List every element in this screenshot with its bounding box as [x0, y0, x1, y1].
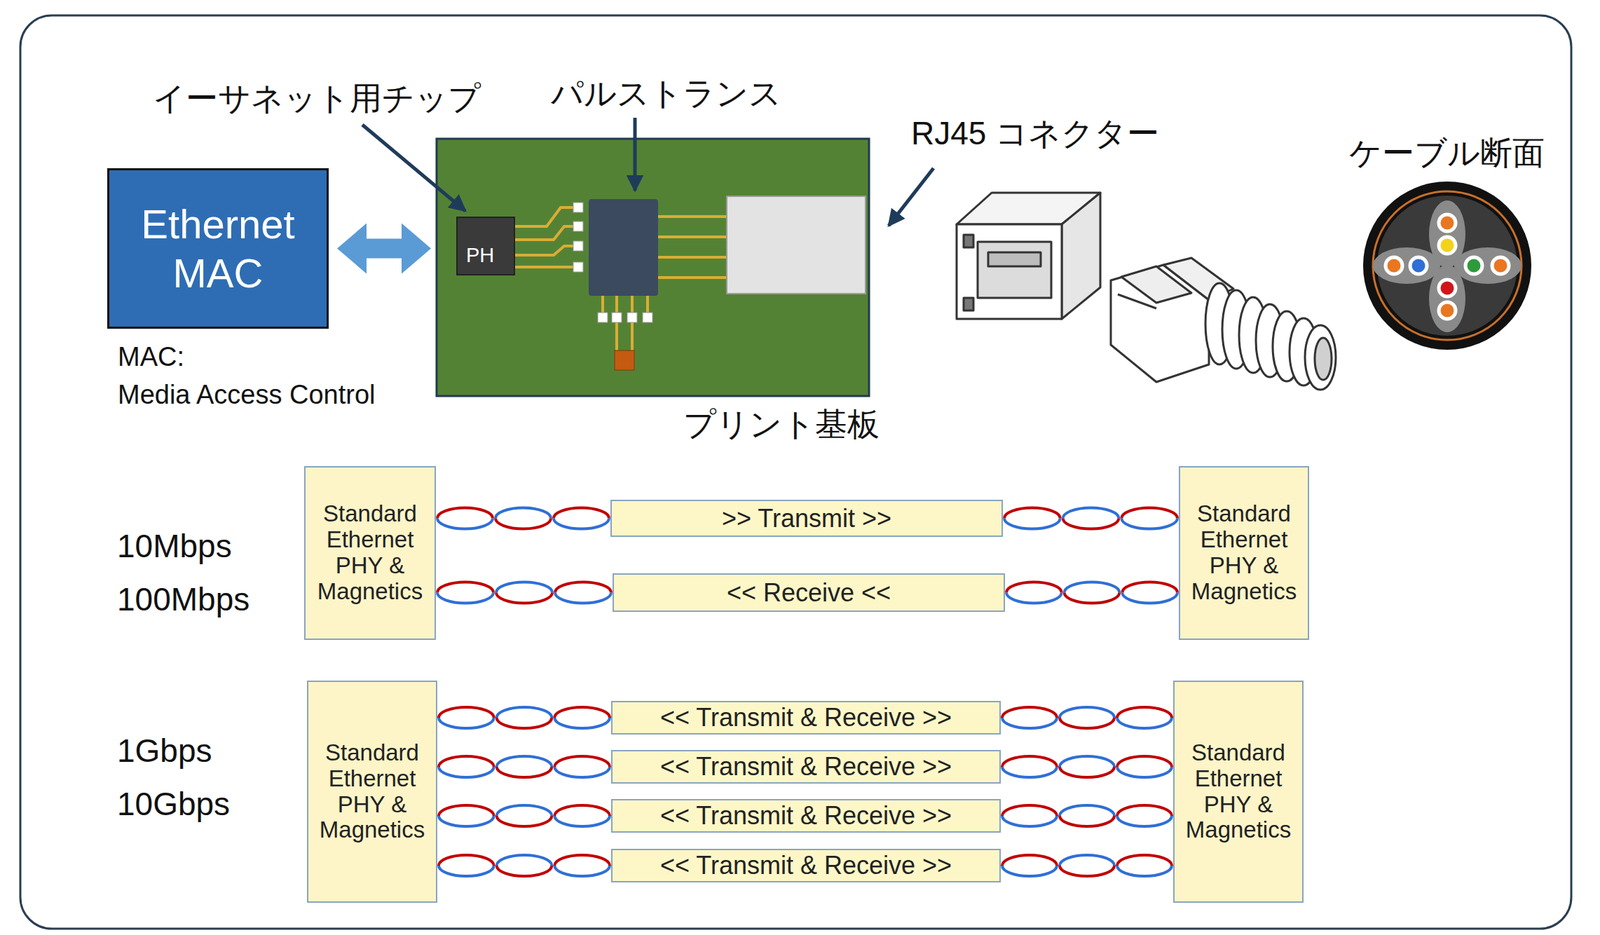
signal-band: << Receive <<: [612, 573, 1005, 612]
mac-box: Ethernet MAC: [107, 168, 329, 329]
leader-lines: [362, 117, 934, 226]
node-text: << Transmit & Receive >>: [660, 702, 952, 733]
twisted-pair: [1002, 805, 1172, 827]
speed-label: 10Mbps: [117, 527, 232, 565]
speed-label: 10Gbps: [117, 784, 230, 823]
phy-box: Standard Ethernet PHY & Magnetics: [1173, 680, 1304, 903]
node-text: << Transmit & Receive >>: [660, 850, 952, 881]
signal-band: << Transmit & Receive >>: [611, 798, 1001, 833]
outer-frame: [20, 15, 1572, 929]
node-text: >> Transmit >>: [721, 503, 892, 534]
callout-label: イーサネット用チップ: [152, 77, 481, 121]
note-text: Media Access Control: [117, 379, 376, 410]
twisted-pair: [437, 582, 612, 604]
twisted-pair: [1002, 855, 1172, 877]
twisted-pair: [1002, 707, 1172, 729]
callout-label: パルストランス: [550, 72, 782, 116]
cable-cross-section: [1363, 181, 1532, 350]
node-text: << Transmit & Receive >>: [660, 751, 952, 782]
circuit-board: [436, 138, 870, 396]
signal-band: << Transmit & Receive >>: [611, 749, 1001, 784]
node-text: Standard Ethernet PHY & Magnetics: [309, 501, 431, 605]
twisted-pair: [1004, 508, 1178, 530]
node-text: PH: [466, 243, 495, 268]
speed-label: 1Gbps: [117, 731, 213, 770]
signal-band: << Transmit & Receive >>: [611, 700, 1001, 735]
phy-box: Standard Ethernet PHY & Magnetics: [306, 680, 438, 903]
node-text: Ethernet MAC: [114, 199, 321, 298]
phy-box: Standard Ethernet PHY & Magnetics: [1178, 466, 1310, 640]
phy-box: Standard Ethernet PHY & Magnetics: [304, 466, 436, 640]
phy-chip: PH: [456, 216, 516, 276]
pulse-transformer: [588, 199, 659, 296]
node-text: Standard Ethernet PHY & Magnetics: [1178, 740, 1298, 844]
callout-label: ケーブル断面: [1349, 131, 1545, 176]
data-arrow: [337, 223, 432, 275]
circuit-board-node: プリント基板PH: [436, 138, 870, 396]
rj45-connector: [956, 192, 1336, 390]
speed-label: 100Mbps: [117, 580, 250, 619]
note-text: MAC:: [117, 342, 185, 373]
node-text: << Receive <<: [726, 578, 891, 608]
twisted-pair: [437, 508, 610, 530]
twisted-pair: [1006, 582, 1178, 604]
callout-label: RJ45 コネクター: [911, 112, 1160, 156]
signal-band: << Transmit & Receive >>: [611, 848, 1001, 883]
node-text: Standard Ethernet PHY & Magnetics: [312, 740, 432, 844]
rj45-footprint: [726, 196, 866, 294]
node-text: << Transmit & Receive >>: [660, 801, 952, 831]
capacitor: [614, 350, 635, 371]
twisted-pair: [438, 756, 610, 778]
twisted-pair: [438, 855, 610, 877]
signal-band: >> Transmit >>: [610, 499, 1003, 537]
twisted-pair: [1002, 756, 1172, 778]
twisted-pair: [438, 707, 610, 729]
node-text: Standard Ethernet PHY & Magnetics: [1184, 501, 1304, 605]
twisted-pair: [438, 805, 610, 827]
board-caption: プリント基板: [683, 402, 880, 447]
